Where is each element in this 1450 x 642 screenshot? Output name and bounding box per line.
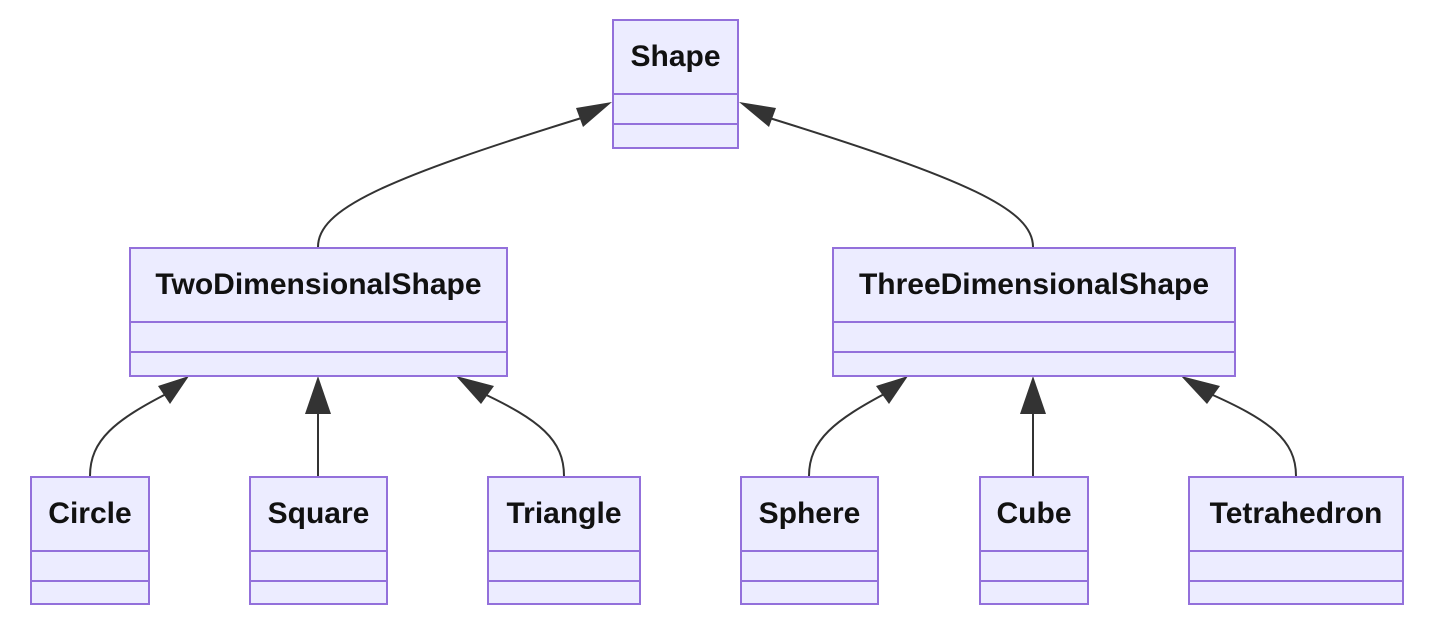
class-attributes-section xyxy=(834,323,1234,353)
edge-circle-to-twodimensionalshape xyxy=(89,391,171,477)
class-methods-section xyxy=(614,125,737,147)
class-methods-section xyxy=(981,582,1087,603)
edge-threedimensionalshape-to-shape xyxy=(762,115,1034,248)
class-tetrahedron: Tetrahedron xyxy=(1188,476,1404,605)
inheritance-arrowhead-icon xyxy=(158,376,189,404)
class-attributes-section xyxy=(981,552,1087,582)
class-triangle: Triangle xyxy=(487,476,641,605)
class-methods-section xyxy=(32,582,148,603)
class-name-sphere: Sphere xyxy=(742,478,877,552)
class-attributes-section xyxy=(742,552,877,582)
class-name-tetrahedron: Tetrahedron xyxy=(1190,478,1402,552)
class-methods-section xyxy=(742,582,877,603)
class-name-shape: Shape xyxy=(614,21,737,95)
class-methods-section xyxy=(489,582,639,603)
class-name-threedimensionalshape: ThreeDimensionalShape xyxy=(834,249,1234,323)
class-name-square: Square xyxy=(251,478,386,552)
class-twodimensionalshape: TwoDimensionalShape xyxy=(129,247,508,377)
class-name-triangle: Triangle xyxy=(489,478,639,552)
class-name-circle: Circle xyxy=(32,478,148,552)
class-sphere: Sphere xyxy=(740,476,879,605)
class-methods-section xyxy=(131,353,506,375)
inheritance-arrowhead-icon xyxy=(305,376,331,414)
inheritance-arrowhead-icon xyxy=(576,102,612,127)
class-attributes-section xyxy=(251,552,386,582)
class-attributes-section xyxy=(614,95,737,125)
class-name-cube: Cube xyxy=(981,478,1087,552)
edge-triangle-to-twodimensionalshape xyxy=(479,391,565,477)
edge-twodimensionalshape-to-shape xyxy=(317,115,589,248)
inheritance-arrowhead-icon xyxy=(1020,376,1046,414)
class-name-twodimensionalshape: TwoDimensionalShape xyxy=(131,249,506,323)
class-attributes-section xyxy=(1190,552,1402,582)
class-square: Square xyxy=(249,476,388,605)
class-cube: Cube xyxy=(979,476,1089,605)
inheritance-arrowhead-icon xyxy=(456,376,494,404)
class-methods-section xyxy=(834,353,1234,375)
edge-sphere-to-threedimensionalshape xyxy=(808,391,889,477)
inheritance-arrowhead-icon xyxy=(1181,376,1220,404)
class-shape: Shape xyxy=(612,19,739,149)
class-threedimensionalshape: ThreeDimensionalShape xyxy=(832,247,1236,377)
class-methods-section xyxy=(251,582,386,603)
inheritance-arrowhead-icon xyxy=(876,376,908,404)
class-attributes-section xyxy=(131,323,506,353)
class-attributes-section xyxy=(32,552,148,582)
edge-tetrahedron-to-threedimensionalshape xyxy=(1205,391,1297,477)
class-attributes-section xyxy=(489,552,639,582)
inheritance-arrowhead-icon xyxy=(739,102,776,127)
class-methods-section xyxy=(1190,582,1402,603)
class-circle: Circle xyxy=(30,476,150,605)
